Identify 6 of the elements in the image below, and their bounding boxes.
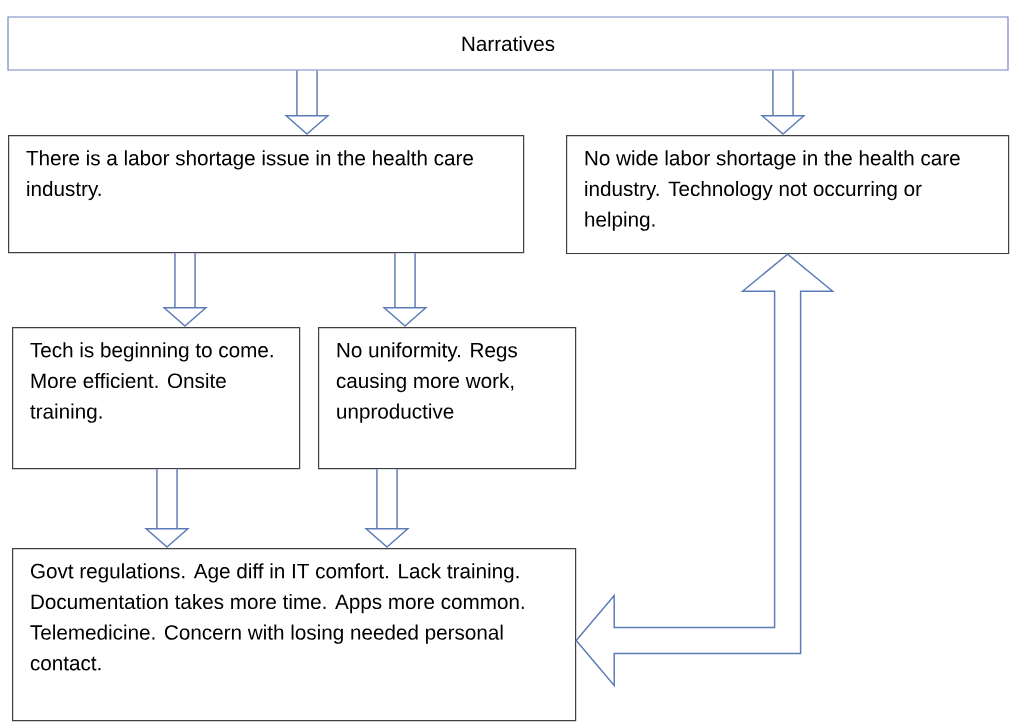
process-box: No uniformity. Regs causing more work, unproductive bbox=[318, 327, 577, 470]
title-box: Narratives bbox=[7, 16, 1009, 71]
process-box: Tech is beginning to come. More efficient. Onsite training. bbox=[12, 327, 301, 470]
process-box: There is a labor shortage issue in the health care industry. bbox=[8, 135, 525, 254]
process-box: Govt regulations. Age diff in IT comfort. Lack training. Documentation takes more time. Apps more common. Telemedicine. Concern with losing needed personal contact. bbox=[12, 548, 577, 722]
process-box: No wide labor shortage in the health care industry. Technology not occurring or helping. bbox=[566, 135, 1010, 255]
